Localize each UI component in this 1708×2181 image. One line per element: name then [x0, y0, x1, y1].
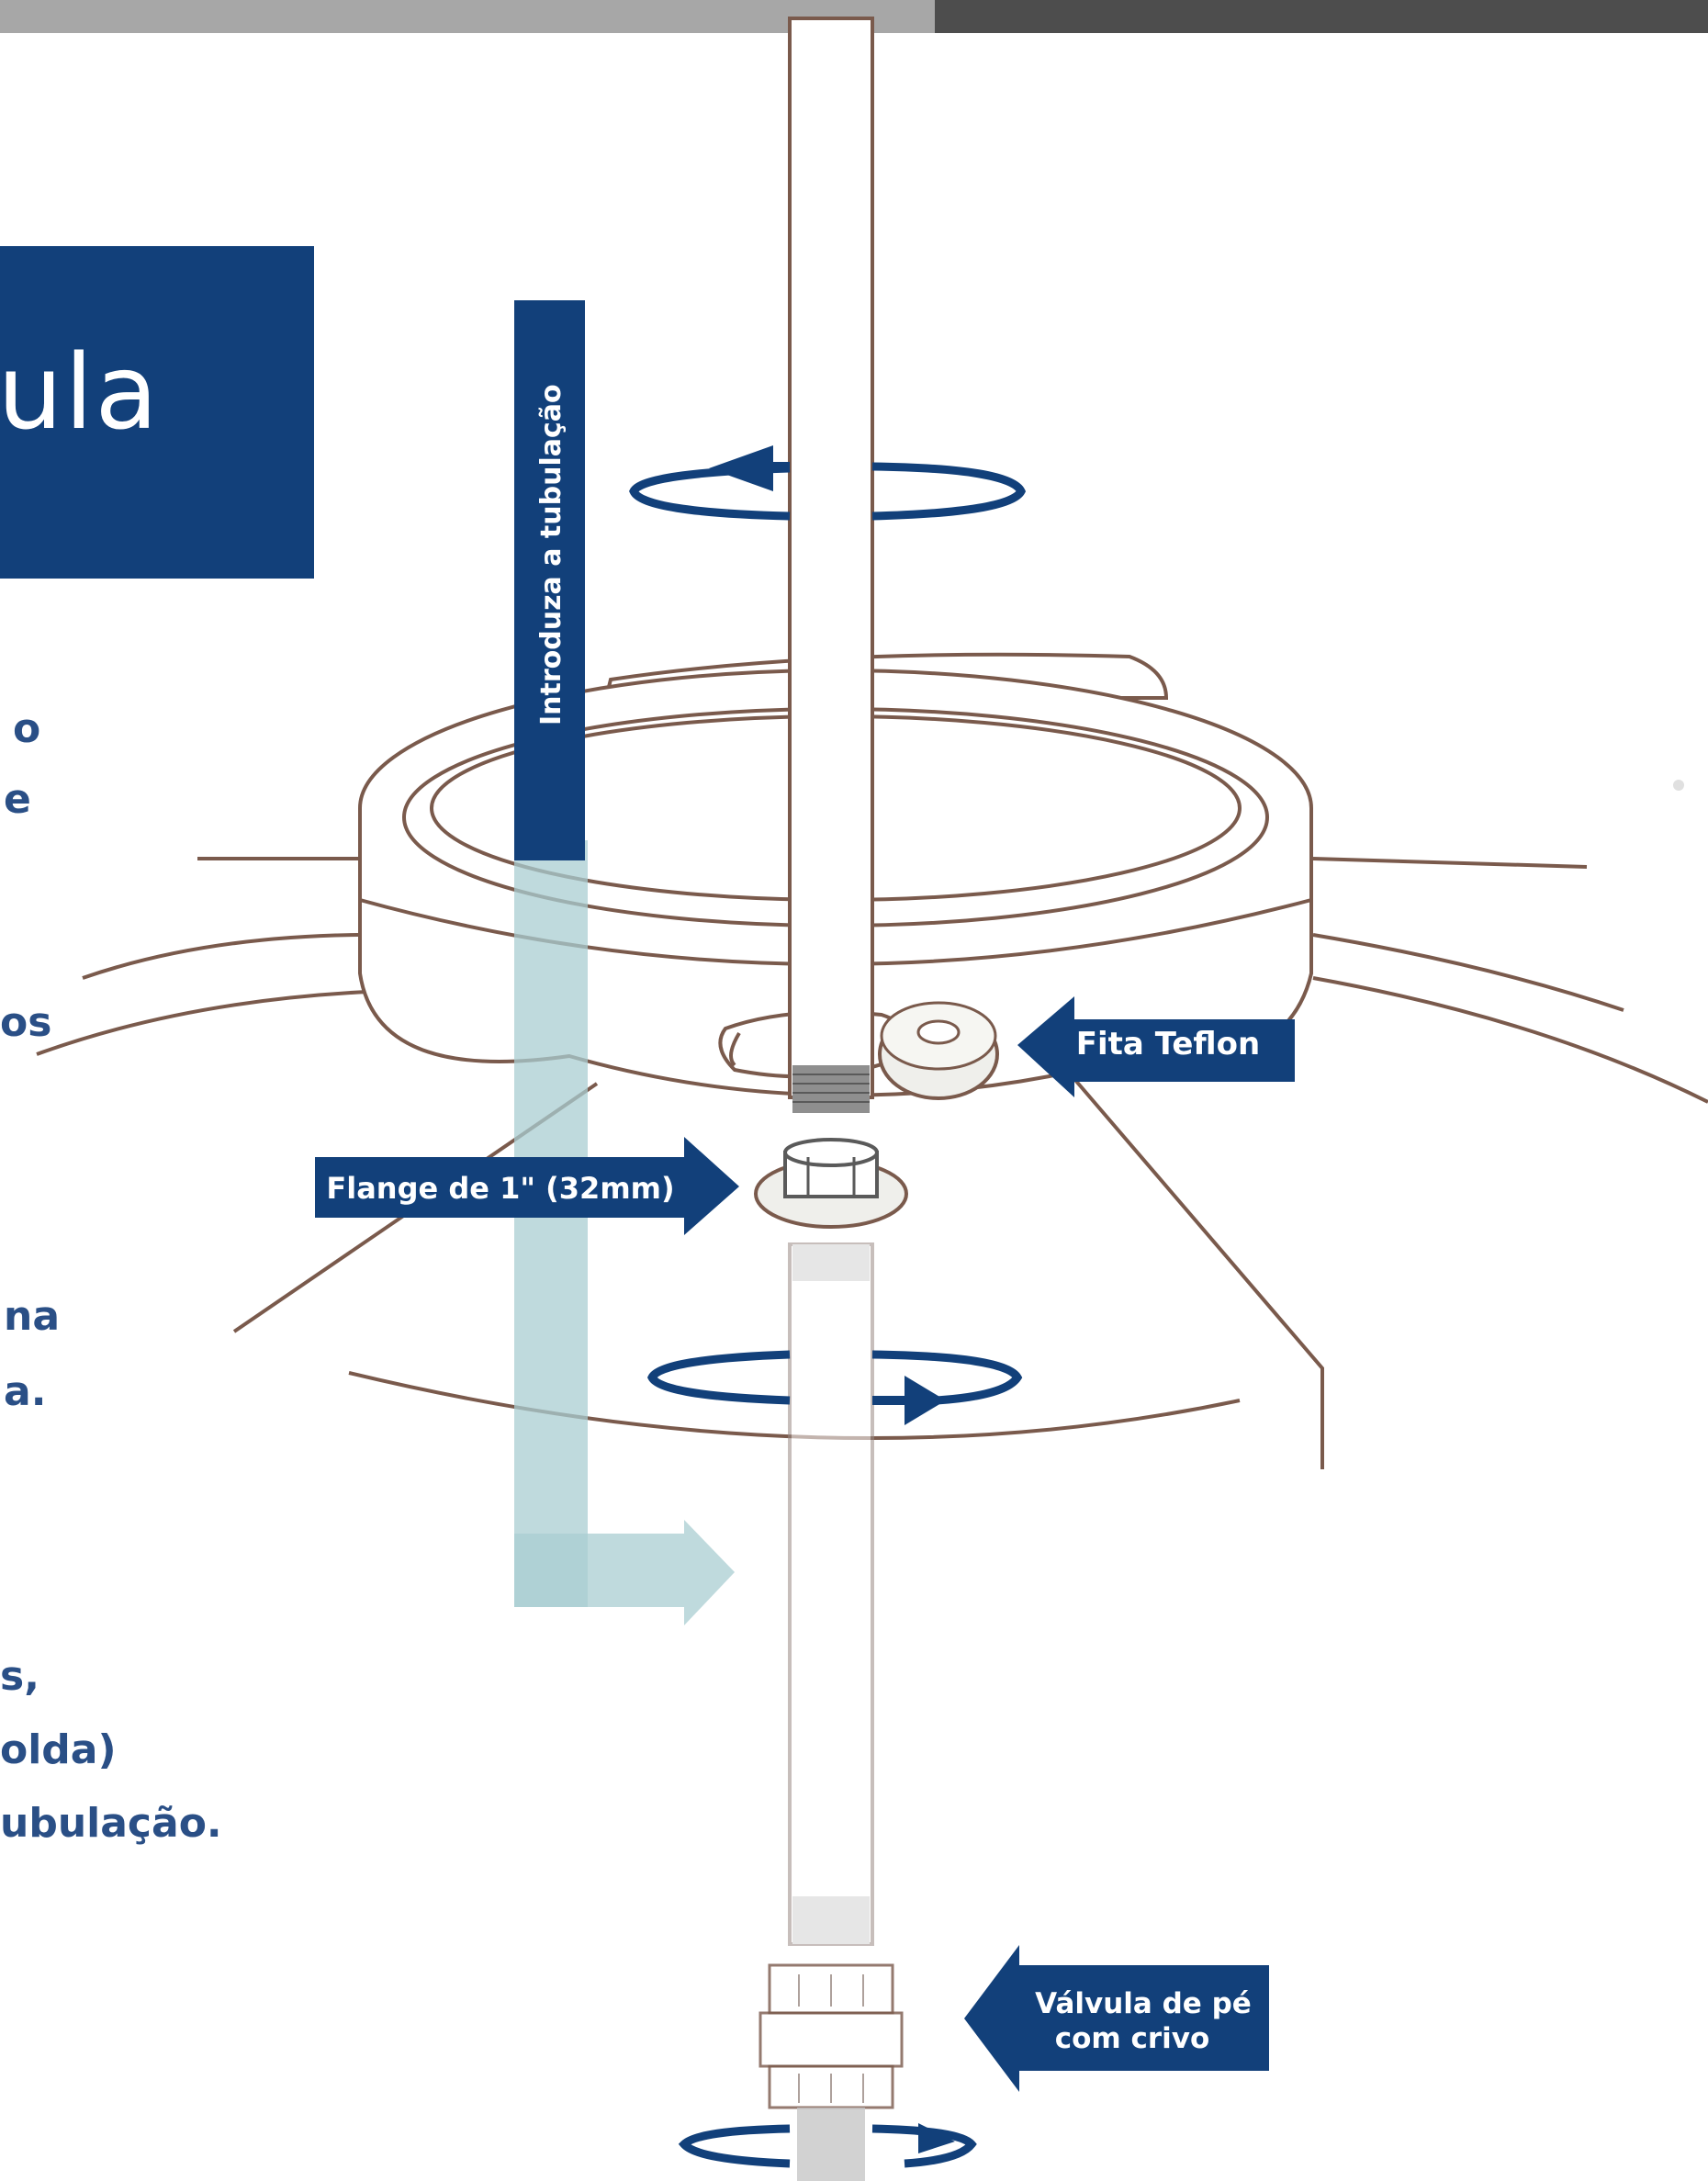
flange	[754, 1138, 908, 1229]
body-fragment: ubulação.	[0, 1800, 222, 1847]
body-fragment: s,	[0, 1653, 39, 1700]
body-fragment: os	[0, 999, 52, 1046]
rotate-arrow-bottom	[678, 2123, 977, 2168]
body-fragment: olda)	[0, 1726, 117, 1773]
teflon-label: Fita Teflon	[1076, 1026, 1260, 1062]
valve-callout	[964, 1945, 1269, 2092]
rotate-arrow-top	[629, 445, 1027, 521]
speck	[1673, 780, 1684, 791]
valve-label-line2: com crivo	[1055, 2022, 1210, 2055]
flange-callout	[315, 1137, 739, 1235]
teflon-callout	[1017, 996, 1295, 1097]
foot-valve	[758, 1963, 904, 2181]
title-text: vula	[0, 333, 160, 453]
title-box: vula	[0, 246, 314, 579]
top-strip-dark	[935, 0, 1708, 33]
body-fragment: a.	[4, 1368, 47, 1415]
pipe-lower	[788, 1242, 874, 1946]
tank-outline	[36, 857, 1708, 1469]
pipe-upper	[788, 17, 874, 1113]
body-fragment: o	[13, 705, 41, 752]
valve-label-line1: Válvula de pé	[1035, 1987, 1252, 2020]
introduce-label: Introduza a tubulação	[535, 384, 567, 725]
top-strip-gray	[0, 0, 935, 33]
rotate-arrow-middle	[646, 1350, 1023, 1425]
body-fragment: na	[4, 1293, 61, 1340]
teflon-roll	[878, 1001, 999, 1100]
introduce-arrow	[514, 300, 735, 1625]
flange-label: Flange de 1" (32mm)	[326, 1171, 674, 1206]
body-fragment: e	[4, 776, 31, 823]
